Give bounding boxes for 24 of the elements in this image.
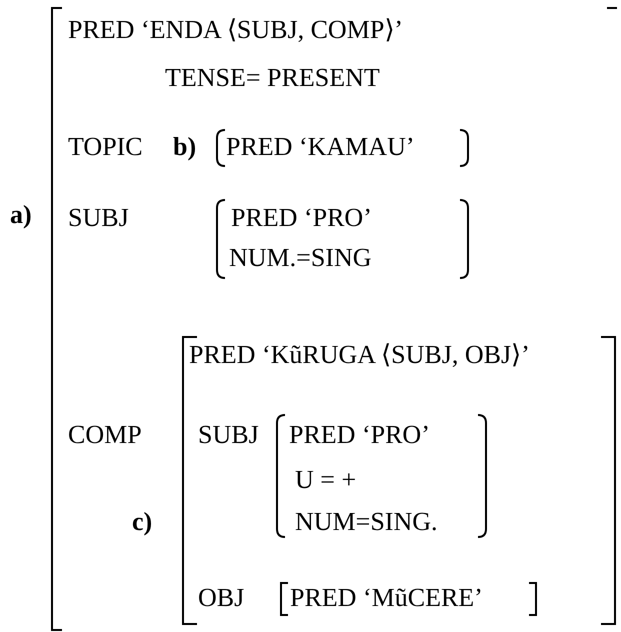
feature-text: PRED ‘KũRUGA ⟨SUBJ, OBJ⟩’: [189, 340, 530, 370]
feature-text: SUBJ: [68, 203, 129, 233]
feature-text: OBJ: [198, 583, 244, 613]
feature-text: NUM=SING.: [295, 507, 438, 537]
feature-matrix: [277, 415, 486, 537]
matrix-label: b): [173, 132, 196, 162]
feature-text: COMP: [68, 420, 142, 450]
feature-text: PRED ‘PRO’: [289, 420, 430, 450]
feature-text: U = +: [295, 465, 356, 495]
feature-text: PRED ‘ENDA ⟨SUBJ, COMP⟩’: [68, 15, 403, 45]
feature-matrix: [52, 8, 617, 630]
feature-text: TENSE= PRESENT: [165, 63, 380, 93]
feature-text: NUM.=SING: [229, 243, 372, 273]
feature-matrix: [183, 337, 615, 624]
feature-matrix: [217, 200, 468, 278]
feature-matrix: [217, 130, 468, 166]
feature-text: PRED ‘MũCERE’: [290, 583, 483, 613]
feature-text: PRED ‘KAMAU’: [226, 132, 414, 162]
feature-matrix: [281, 583, 536, 615]
feature-text: SUBJ: [198, 420, 259, 450]
feature-text: TOPIC: [68, 132, 143, 162]
matrix-label: c): [132, 507, 152, 537]
matrix-label: a): [10, 200, 32, 230]
feature-text: PRED ‘PRO’: [231, 203, 372, 233]
